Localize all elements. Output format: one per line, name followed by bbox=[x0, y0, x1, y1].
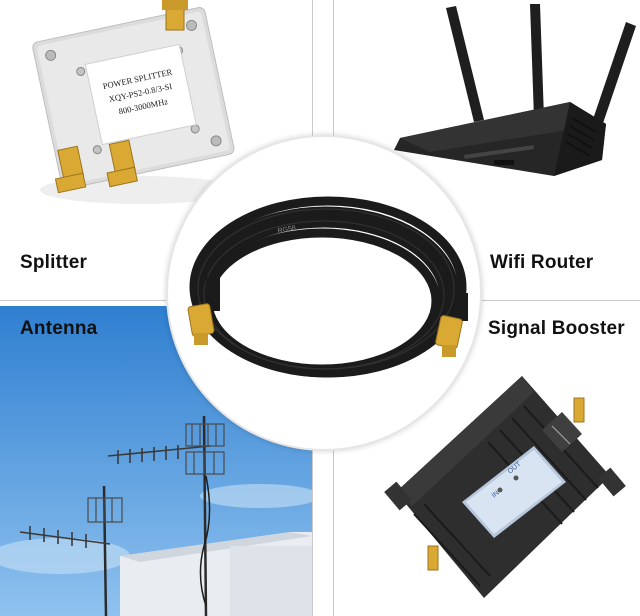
splitter-image: POWER SPLITTER XQY-PS2-0.8/3-SI 800-3000… bbox=[32, 0, 240, 204]
coax-cable-circle: RG58 bbox=[166, 135, 482, 451]
wifi-router-image bbox=[394, 4, 636, 176]
booster-in-label: IN bbox=[491, 490, 501, 500]
coax-cable-image: RG58 bbox=[187, 196, 468, 378]
signal-booster-image: IN OUT bbox=[384, 376, 626, 598]
signal-booster-label: Signal Booster bbox=[488, 318, 625, 339]
splitter-label: Splitter bbox=[20, 252, 88, 273]
cable-print: RG58 bbox=[277, 225, 296, 235]
signal-booster-panel: IN OUT Signal Booster bbox=[334, 306, 640, 616]
wifi-router-label: Wifi Router bbox=[490, 252, 594, 273]
antenna-label: Antenna bbox=[20, 318, 98, 339]
